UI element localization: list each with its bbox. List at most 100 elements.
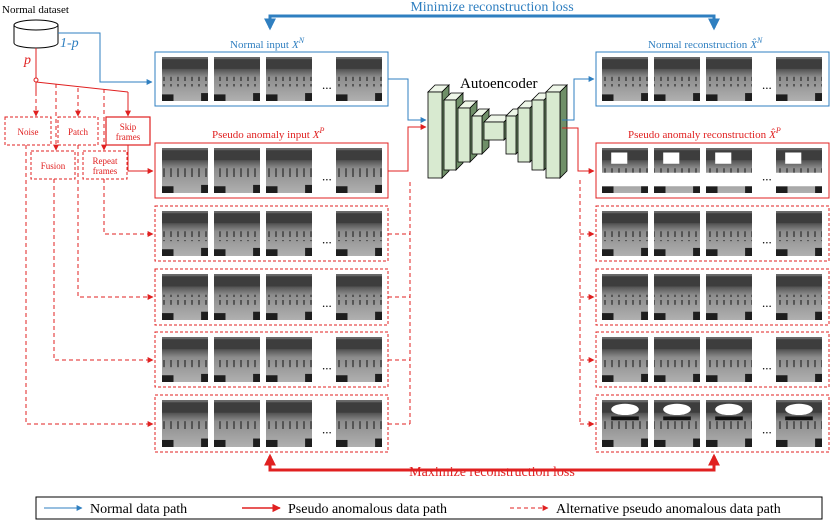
ellipsis-text: ... (322, 77, 332, 92)
video-frame-thumbnail (654, 274, 700, 320)
autoencoder (427, 84, 568, 179)
connector-line (127, 145, 154, 174)
video-frame-thumbnail (602, 274, 648, 320)
video-frame-thumbnail (162, 57, 208, 101)
augmentation-label: Repeat (93, 156, 118, 166)
panel-alt-recon-3: ... (595, 331, 830, 388)
video-frame-thumbnail (266, 148, 312, 193)
panel-alt-input-4: ... (154, 394, 389, 453)
video-frame-thumbnail (266, 274, 312, 320)
video-frame-thumbnail (706, 148, 752, 193)
video-frame-thumbnail (776, 400, 822, 447)
video-frame-thumbnail (336, 400, 382, 447)
ellipsis-text: ... (322, 232, 332, 247)
connector-line (77, 145, 154, 300)
ellipsis-text: ... (322, 358, 332, 373)
ellipsis-text: ... (322, 422, 332, 437)
video-frame-thumbnail (266, 211, 312, 256)
ellipsis-text: ... (762, 77, 772, 92)
maximize-loss-label: Maximize reconstruction loss (409, 465, 575, 480)
autoencoder-layer (545, 84, 568, 179)
legend-alternative-label: Alternative pseudo anomalous data path (556, 502, 781, 517)
augmentation-label: frames (93, 166, 118, 176)
video-frame-thumbnail (654, 400, 700, 447)
ellipsis-text: ... (762, 169, 772, 184)
panel-alt-input-1: ... (154, 205, 389, 262)
ellipsis-text: ... (322, 169, 332, 184)
video-frame-thumbnail (162, 337, 208, 382)
video-frame-thumbnail (706, 274, 752, 320)
augmentation-label: Fusion (41, 161, 66, 171)
ellipsis-text: ... (762, 358, 772, 373)
video-frame-thumbnail (214, 211, 260, 256)
panel-alt-recon-1: ... (595, 205, 830, 262)
autoencoder-layer (427, 84, 450, 179)
video-frame-thumbnail (336, 57, 382, 101)
prob-normal-label: 1-p (60, 36, 79, 51)
ellipsis-text: ... (762, 295, 772, 310)
video-frame-thumbnail (706, 337, 752, 382)
ellipsis-text: ... (322, 295, 332, 310)
video-frame-thumbnail (214, 148, 260, 193)
path-connectors (25, 76, 595, 427)
panel-alt-input-3: ... (154, 331, 389, 388)
normal-path-dataset (58, 32, 153, 85)
video-frame-thumbnail (214, 57, 260, 101)
video-frame-thumbnail (162, 274, 208, 320)
prob-pseudo-label: p (23, 53, 31, 68)
video-frame-thumbnail (602, 400, 648, 447)
video-frame-thumbnail (776, 211, 822, 256)
video-frame-thumbnail (162, 148, 208, 193)
video-frame-thumbnail (214, 400, 260, 447)
video-frame-thumbnail (776, 274, 822, 320)
video-frame-thumbnail (214, 337, 260, 382)
autoencoder-label: Autoencoder (460, 76, 537, 92)
augmentation-noise: Noise (4, 116, 52, 146)
augmentation-label: Skip (120, 122, 137, 132)
video-frame-thumbnail (602, 211, 648, 256)
legend-normal-label: Normal data path (90, 502, 187, 517)
video-frame-thumbnail (654, 337, 700, 382)
video-frame-thumbnail (602, 148, 648, 193)
connector-line (103, 179, 154, 237)
augmentation-label: Patch (68, 127, 88, 137)
video-frame-thumbnail (654, 148, 700, 193)
legend: Normal data path Pseudo anomalous data p… (35, 496, 823, 520)
video-frame-thumbnail (776, 148, 822, 193)
video-frame-thumbnail (266, 57, 312, 101)
dataset-label: Normal dataset (2, 4, 69, 16)
panel-alt-input-2: ... (154, 268, 389, 326)
video-frame-thumbnail (706, 211, 752, 256)
video-frame-thumbnail (266, 337, 312, 382)
frame-panels: .................................... (154, 51, 830, 453)
video-frame-thumbnail (602, 57, 648, 101)
connector-line (388, 78, 427, 123)
connector-line (388, 124, 427, 172)
video-frame-thumbnail (776, 57, 822, 101)
connector-line (562, 127, 595, 174)
video-frame-thumbnail (602, 337, 648, 382)
video-frame-thumbnail (336, 148, 382, 193)
connector-line (562, 76, 595, 121)
panel-normal-recon: ... (595, 51, 830, 107)
legend-pseudo-label: Pseudo anomalous data path (288, 502, 447, 517)
dataset-cylinder-icon (13, 19, 59, 49)
video-frame-thumbnail (336, 274, 382, 320)
augmentation-label: frames (116, 132, 141, 142)
augmentation-fusion: Fusion (30, 150, 76, 180)
ellipsis-text: ... (762, 232, 772, 247)
video-frame-thumbnail (214, 274, 260, 320)
panel-pseudo-input: ... (154, 142, 389, 199)
connector-line (53, 179, 154, 363)
panel-normal-input: ... (154, 51, 389, 107)
video-frame-thumbnail (162, 400, 208, 447)
ellipsis-text: ... (762, 422, 772, 437)
panel-alt-recon-4: ... (595, 394, 830, 453)
